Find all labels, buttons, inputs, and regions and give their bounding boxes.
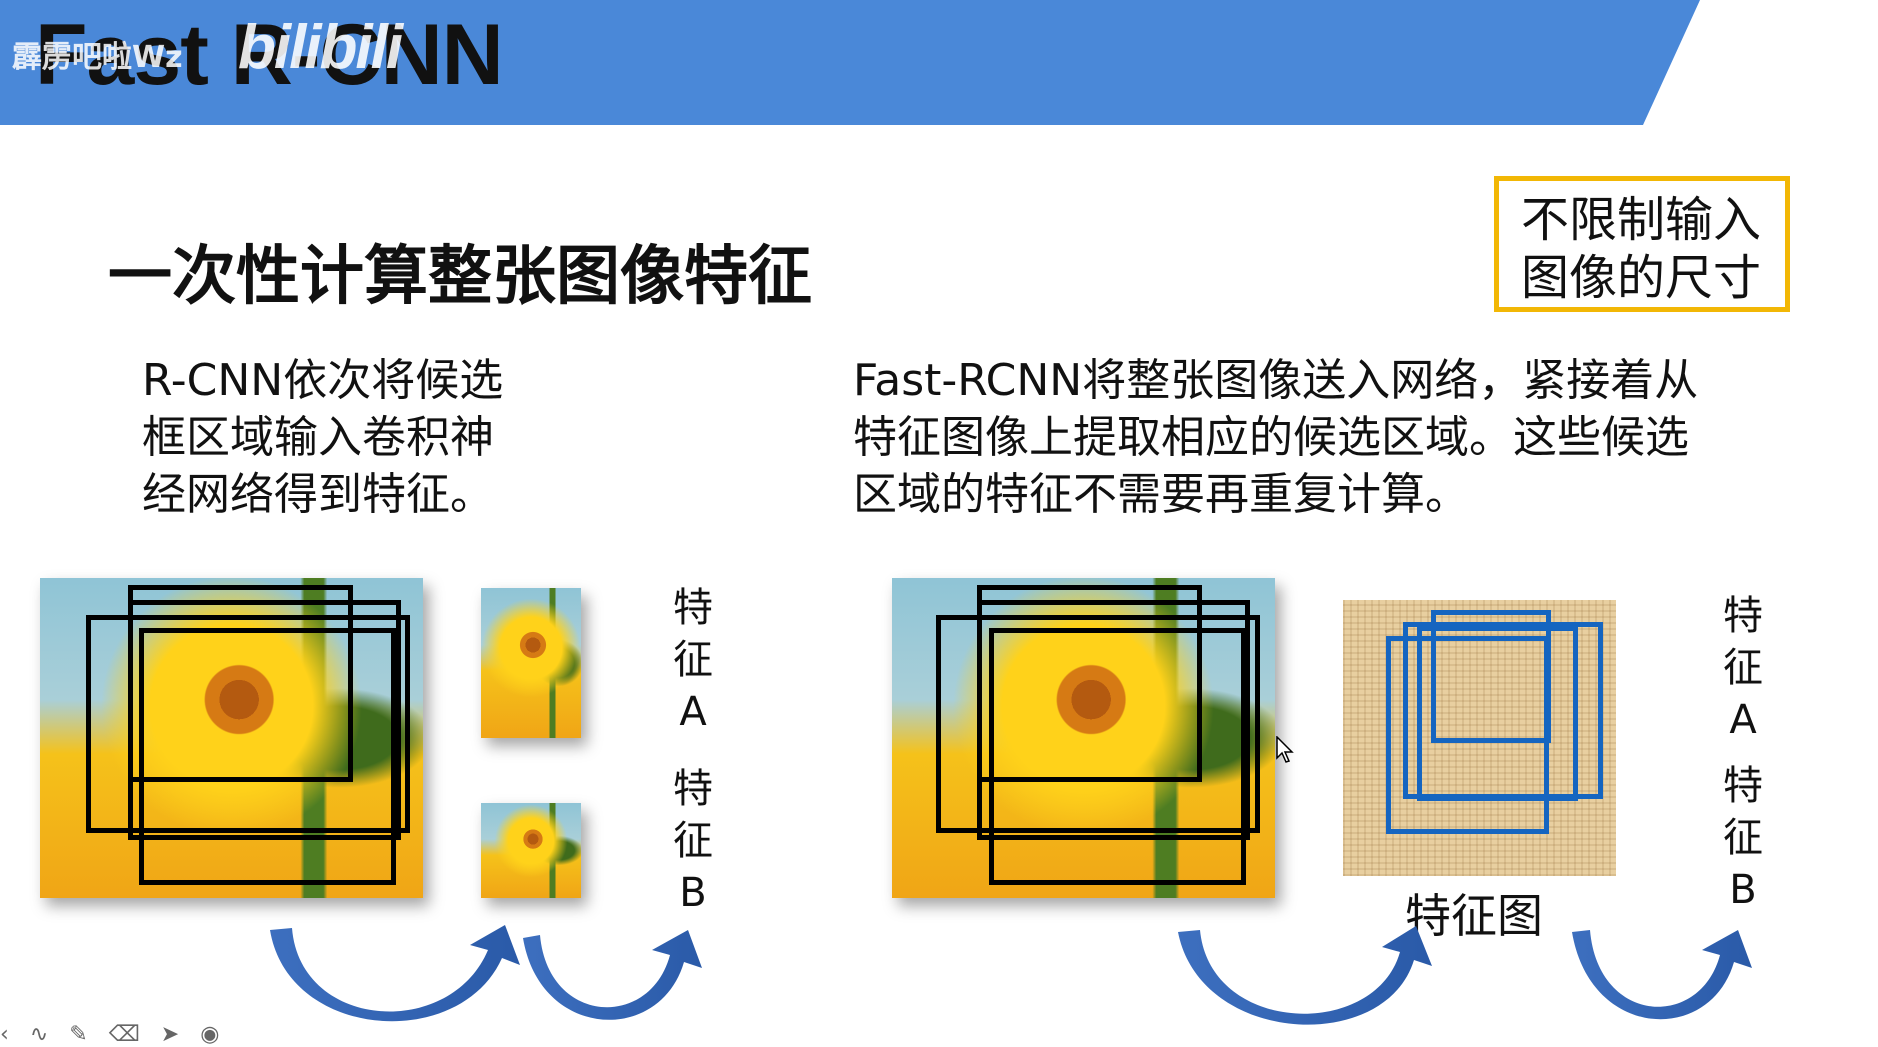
proposal-box	[989, 628, 1246, 885]
fast-rcnn-description: Fast-RCNN将整张图像送入网络，紧接着从 特征图像上提取相应的候选区域。这…	[853, 352, 1698, 523]
fast-description-line: Fast-RCNN将整张图像送入网络，紧接着从	[853, 355, 1699, 406]
slideshow-toolbar: ‹ ∿ ✎ ⌫ ➤ ◉	[0, 1022, 233, 1047]
feature-b-label: 特 征 B	[663, 763, 723, 919]
bilibili-logo: bilibili	[238, 13, 403, 82]
feature-map-image	[1343, 600, 1616, 876]
roi-box	[1403, 622, 1603, 799]
feature-a-label: 特 征 A	[663, 582, 723, 738]
laser-icon[interactable]: ◉	[200, 1022, 220, 1047]
feature-map-label: 特征图	[1405, 889, 1543, 943]
curved-arrow-icon	[1572, 930, 1752, 1020]
sunflower-image-fast-rcnn	[892, 578, 1275, 898]
pointer-icon[interactable]: ➤	[160, 1022, 180, 1047]
rcnn-description-line: 框区域输入卷积神	[142, 412, 494, 463]
feature-b-label: 特 征 B	[1713, 760, 1773, 916]
size-note-line: 不限制输入	[1521, 192, 1762, 248]
eraser-icon[interactable]: ⌫	[108, 1022, 140, 1047]
label-char: 征	[673, 637, 713, 683]
label-char: 特	[1723, 763, 1763, 809]
label-char: A	[679, 689, 707, 735]
proposal-box	[128, 600, 401, 840]
curved-arrow-icon	[523, 930, 702, 1020]
proposal-box	[977, 600, 1250, 840]
slide-title: Fast R-CNN	[35, 7, 504, 103]
label-char: 征	[1723, 645, 1763, 691]
label-char: 征	[673, 818, 713, 864]
cropped-region-b	[481, 803, 581, 898]
watermark-text: 霹雳吧啦Wz	[12, 40, 183, 75]
roi-box	[1386, 636, 1549, 834]
header-banner	[0, 0, 1700, 125]
fast-description-line: 区域的特征不需要再重复计算。	[853, 469, 1469, 520]
size-note-box: 不限制输入 图像的尺寸	[1494, 176, 1790, 312]
cropped-region-a	[481, 588, 581, 738]
label-char: B	[1729, 867, 1757, 913]
rcnn-description: R-CNN依次将候选 框区域输入卷积神 经网络得到特征。	[142, 352, 503, 523]
label-char: A	[1729, 697, 1757, 743]
size-note-line: 图像的尺寸	[1521, 250, 1762, 306]
pen-icon[interactable]: ∿	[29, 1022, 49, 1047]
sunflower-image-rcnn	[40, 578, 423, 898]
proposal-box	[936, 615, 1260, 833]
mouse-cursor-icon	[1276, 736, 1294, 763]
feature-a-label: 特 征 A	[1713, 590, 1773, 746]
rcnn-description-line: 经网络得到特征。	[142, 469, 494, 520]
label-char: 特	[673, 766, 713, 812]
proposal-box	[86, 615, 410, 833]
highlighter-icon[interactable]: ✎	[69, 1022, 88, 1047]
proposal-box	[139, 628, 396, 885]
curved-arrow-icon	[270, 925, 520, 1022]
fast-description-line: 特征图像上提取相应的候选区域。这些候选	[853, 412, 1689, 463]
label-char: B	[679, 870, 707, 916]
curved-arrow-icon	[1178, 926, 1432, 1025]
slide-subtitle: 一次性计算整张图像特征	[108, 239, 812, 314]
label-char: 特	[673, 585, 713, 631]
rcnn-description-line: R-CNN依次将候选	[142, 355, 504, 406]
label-char: 特	[1723, 593, 1763, 639]
label-char: 征	[1723, 815, 1763, 861]
arrow-left-icon[interactable]: ‹	[0, 1022, 9, 1047]
